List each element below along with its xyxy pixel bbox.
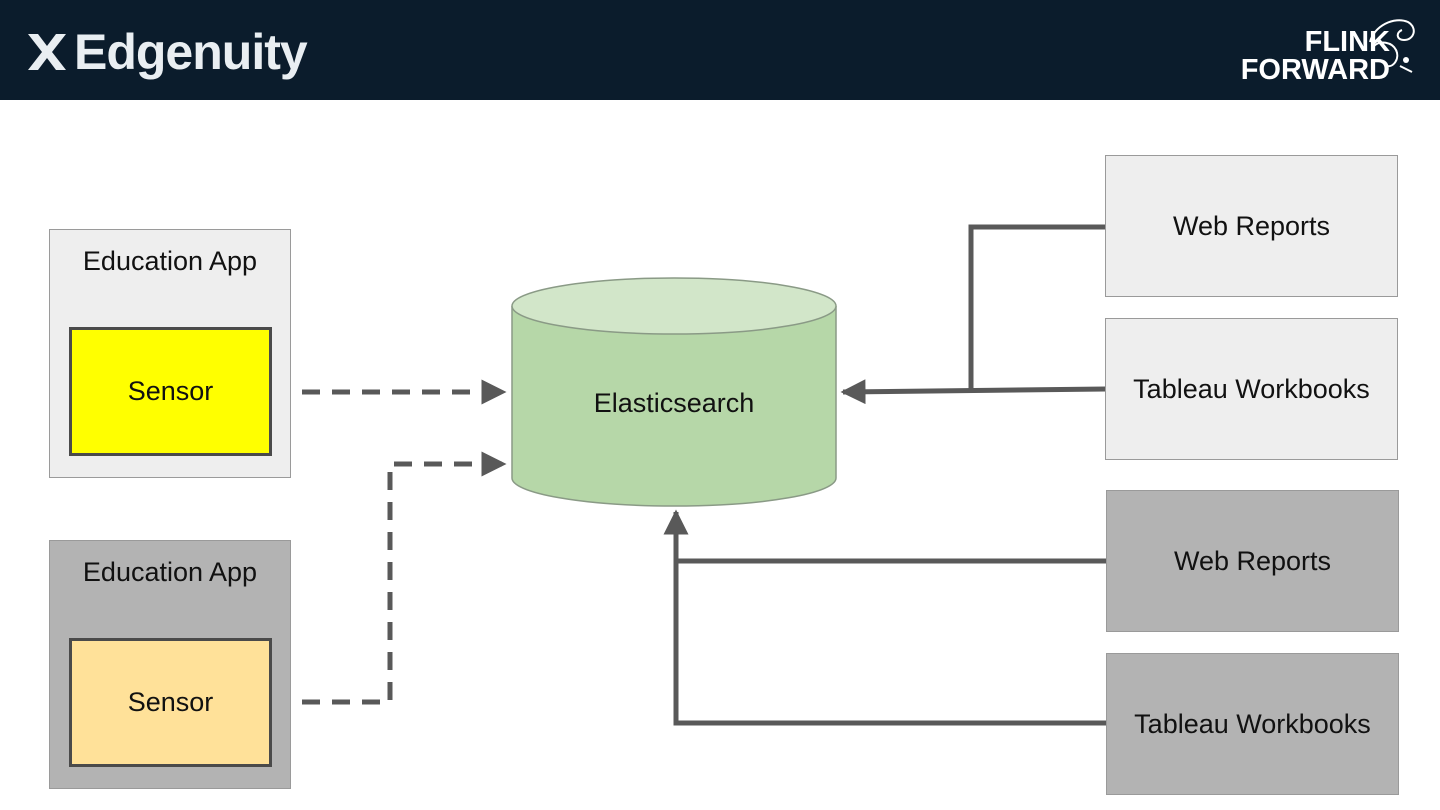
web-reports-label-2: Web Reports — [1173, 545, 1332, 576]
flink-forward-logo: FLINK FORWARD — [1230, 10, 1420, 90]
tableau-2-edge — [663, 509, 1107, 726]
web-reports-1-edge — [968, 224, 1106, 392]
edgenuity-logo: Edgenuity — [22, 24, 308, 80]
sensor-box-1: Sensor — [69, 327, 272, 456]
edgenuity-x-icon — [28, 34, 66, 70]
education-app-label-1: Education App — [82, 246, 258, 276]
web-reports-box-1: Web Reports — [1105, 155, 1398, 297]
web-reports-box-2: Web Reports — [1106, 490, 1399, 632]
web-reports-label-1: Web Reports — [1172, 210, 1331, 241]
edgenuity-wordmark: Edgenuity — [74, 24, 308, 80]
elasticsearch-cylinder — [511, 277, 837, 507]
squirrel-icon — [1369, 19, 1415, 73]
tableau-workbooks-label-1: Tableau Workbooks — [1133, 373, 1370, 404]
sensor-label-1: Sensor — [127, 376, 214, 406]
tableau-workbooks-label-2: Tableau Workbooks — [1134, 708, 1371, 739]
header-bar: Edgenuity FLINK FORWARD — [0, 0, 1440, 100]
elasticsearch-label: Elasticsearch — [593, 388, 755, 418]
tableau-workbooks-box-1: Tableau Workbooks — [1105, 318, 1398, 460]
tableau-workbooks-box-2: Tableau Workbooks — [1106, 653, 1399, 795]
tableau-1-edge — [840, 379, 1107, 405]
sensor-box-2: Sensor — [69, 638, 272, 767]
education-app-label-2: Education App — [82, 557, 258, 587]
sensor-label-2: Sensor — [127, 687, 214, 717]
sensor-2-edge — [272, 451, 507, 705]
forward-line: FORWARD — [1240, 54, 1390, 86]
